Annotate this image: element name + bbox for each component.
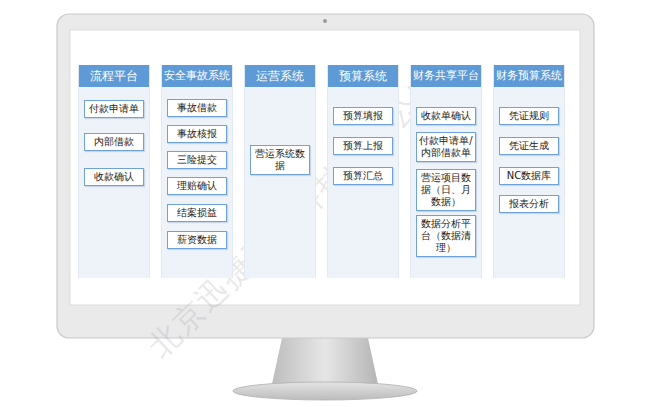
monitor-bezel xyxy=(57,14,594,338)
column-header: 预算系统 xyxy=(328,65,398,87)
module-box: 预算上报 xyxy=(333,137,393,155)
module-box: 预算填报 xyxy=(333,107,393,125)
module-label: 结案损益 xyxy=(170,207,224,219)
column-header: 运营系统 xyxy=(245,65,315,87)
module-box: 凭证生成 xyxy=(499,137,559,155)
module-box: 凭证规则 xyxy=(499,107,559,125)
column-header: 安全事故系统 xyxy=(162,65,232,87)
system-column: 安全事故系统事故借款事故核报三险提交理赔确认结案损益薪资数据 xyxy=(161,65,233,278)
module-box: 理赔确认 xyxy=(167,177,227,195)
module-box: 预算汇总 xyxy=(333,167,393,185)
column-header: 流程平台 xyxy=(79,65,149,87)
module-box: 收款确认 xyxy=(84,168,144,186)
monitor-base xyxy=(233,382,417,400)
module-label: 收款单确认 xyxy=(419,110,473,122)
module-box: 事故核报 xyxy=(167,125,227,143)
module-label: 营运系统数据 xyxy=(253,148,307,172)
module-label: 事故核报 xyxy=(170,128,224,140)
module-box: 事故借款 xyxy=(167,99,227,117)
system-column: 财务预算系统凭证规则凭证生成 NC数据库报表分析 xyxy=(493,65,565,278)
system-column: 预算系统预算填报预算上报预算汇总 xyxy=(327,65,399,278)
module-label: 内部借款 xyxy=(87,136,141,148)
module-label: 收款确认 xyxy=(87,171,141,183)
module-label: 事故借款 xyxy=(170,102,224,114)
column-header: 财务共享平台 xyxy=(411,65,481,87)
module-box: 收款单确认 xyxy=(416,107,476,125)
module-box: 结案损益 xyxy=(167,204,227,222)
module-box: 内部借款 xyxy=(84,133,144,151)
module-box: 三险提交 xyxy=(167,151,227,169)
module-label: 预算填报 xyxy=(336,110,390,122)
module-box: 数据分析平台（数据清理） xyxy=(416,215,476,257)
module-label: 报表分析 xyxy=(502,198,556,210)
module-box: 营运项目数据（日、月数据） xyxy=(416,169,476,211)
module-label: 付款申请单/内部借款单 xyxy=(419,135,473,159)
monitor-neck xyxy=(272,338,378,384)
module-box: 付款申请单 xyxy=(84,100,144,118)
module-label: 理赔确认 xyxy=(170,180,224,192)
module-label: 薪资数据 xyxy=(170,234,224,246)
monitor-screen xyxy=(70,30,580,305)
module-label: 三险提交 xyxy=(170,154,224,166)
module-label: 营运项目数据（日、月数据） xyxy=(419,172,473,208)
module-label: 预算上报 xyxy=(336,140,390,152)
module-box: 薪资数据 xyxy=(167,231,227,249)
module-label: 凭证规则 xyxy=(502,110,556,122)
system-column: 运营系统营运系统数据 xyxy=(244,65,316,278)
module-label: 凭证生成 xyxy=(502,140,556,152)
module-label: 数据分析平台（数据清理） xyxy=(419,218,473,254)
module-label: NC数据库 xyxy=(502,170,556,182)
system-column: 流程平台付款申请单内部借款收款确认 xyxy=(78,65,150,278)
module-label: 付款申请单 xyxy=(87,103,141,115)
module-label: 预算汇总 xyxy=(336,170,390,182)
module-box: 报表分析 xyxy=(499,195,559,213)
module-box: 营运系统数据 xyxy=(250,145,310,175)
module-box: NC数据库 xyxy=(499,167,559,185)
camera-dot xyxy=(323,19,327,23)
module-box: 付款申请单/内部借款单 xyxy=(416,132,476,162)
column-header: 财务预算系统 xyxy=(494,65,564,87)
system-column: 财务共享平台收款单确认付款申请单/内部借款单营运项目数据（日、月数据） 数据分析平… xyxy=(410,65,482,278)
